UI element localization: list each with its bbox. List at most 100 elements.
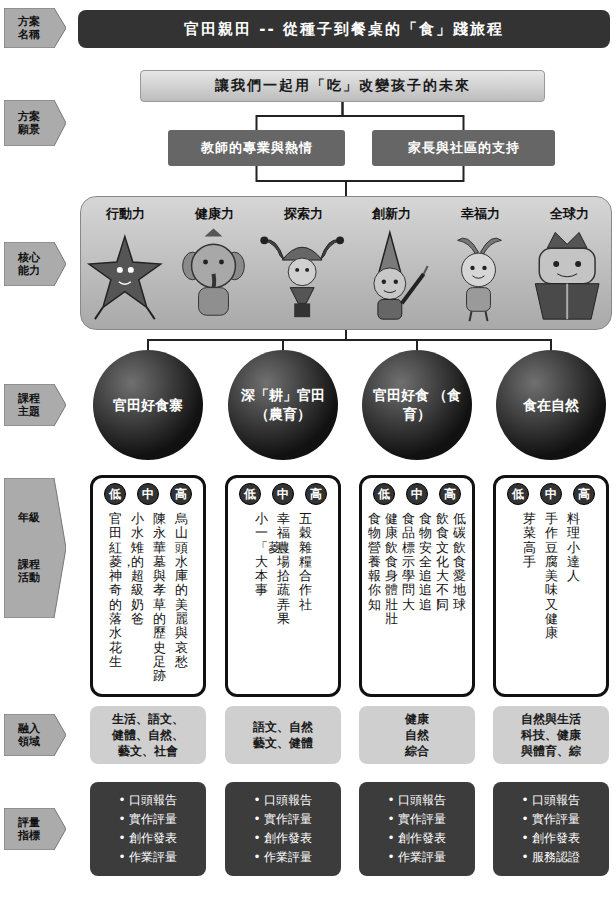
activity-name: 陳永華墓與孝草的歷史足跡 bbox=[153, 512, 166, 684]
domain-box: 生活、語文、 健體、自然、 藝文、社會 bbox=[90, 706, 206, 764]
domain-text: 自然與生活 科技、健康 與體育、綜 bbox=[518, 711, 584, 760]
activity-columns: 小一「菱」大本事幸福農場拾蔬弄果五穀雜糧合作社 bbox=[230, 512, 336, 626]
activity-name: 手作豆腐美味又健康 bbox=[545, 512, 558, 641]
domain-box: 自然與生活 科技、健康 與體育、綜 bbox=[493, 706, 609, 764]
theme-circle: 官田好食 （食育） bbox=[362, 350, 472, 460]
support-text: 教師的專業與熱情 bbox=[201, 139, 313, 157]
core-ability-panel: 行動力健康力探索力創新力幸福力全球力 bbox=[80, 196, 612, 330]
activity-columns: 食物營養報你知健康飲食身體壯壯食品標示學問大食物安全追追追！ 飲食文化大不同低碳飲… bbox=[364, 512, 470, 626]
activity-columns: 官田紅菱，神奇的落水花生小水雉的超級奶爸陳永華墓與孝草的歷史足跡烏山頭水庫的美麗… bbox=[95, 512, 201, 684]
activity-name: 食物安全追追追！ bbox=[419, 512, 432, 612]
assessment-item: • 創作發表 bbox=[388, 829, 447, 848]
grade-text: 低 bbox=[512, 488, 524, 500]
grade-text: 中 bbox=[142, 488, 154, 500]
arrow-outline bbox=[4, 242, 66, 286]
activity-name: 低碳飲食愛地球 bbox=[453, 512, 466, 612]
assessment-item: • 作業評量 bbox=[388, 848, 447, 867]
activity-name: 食品標示學問大 bbox=[402, 512, 415, 612]
assessment-box: • 口頭報告• 實作評量• 創作發表• 作業評量 bbox=[225, 782, 341, 876]
row-label: 核心能力 bbox=[16, 251, 41, 277]
arrow-outline bbox=[4, 478, 66, 618]
assessment-item: • 實作評量 bbox=[119, 810, 178, 829]
row-label-arrow: 方案名稱 bbox=[4, 8, 66, 48]
assessment-item: • 作業評量 bbox=[254, 848, 313, 867]
connector-line bbox=[283, 330, 346, 350]
assessment-item: • 創作發表 bbox=[119, 829, 178, 848]
plan-title: 官田親田 -- 從種子到餐桌的「食」踐旅程 bbox=[184, 20, 504, 39]
arrow-shape bbox=[4, 478, 66, 618]
grade-circle: 低 bbox=[239, 483, 261, 505]
grade-circle: 中 bbox=[406, 483, 428, 505]
arrow-outline bbox=[4, 100, 66, 146]
activity-name: 芽菜高手 bbox=[523, 512, 536, 569]
grade-text: 中 bbox=[545, 488, 557, 500]
assessment-item: • 作業評量 bbox=[119, 848, 178, 867]
row-label: 融入領域 bbox=[16, 722, 41, 748]
row-label-arrow: 方案願景 bbox=[4, 100, 66, 146]
activity-name: 官田紅菱，神奇的落水花生 bbox=[109, 512, 122, 669]
row-label: 方案名稱 bbox=[16, 15, 41, 41]
theme-name: 深「耕」官田 （農育） bbox=[237, 386, 329, 424]
grade-text: 中 bbox=[411, 488, 423, 500]
activity-name: 食物營養報你知 bbox=[368, 512, 381, 612]
grade-circle: 高 bbox=[305, 483, 327, 505]
grade-circle: 高 bbox=[573, 483, 595, 505]
activity-name: 健康飲食身體壯壯 bbox=[385, 512, 398, 626]
support-box: 家長與社區的支持 bbox=[372, 130, 555, 166]
domain-text: 健康 自然 綜合 bbox=[402, 711, 432, 760]
activity-box: 食物營養報你知健康飲食身體壯壯食品標示學問大食物安全追追追！ 飲食文化大不同低碳飲… bbox=[359, 475, 475, 697]
assessment-item: • 創作發表 bbox=[254, 829, 313, 848]
action-character bbox=[89, 236, 161, 319]
activity-name: 幸福農場拾蔬弄果 bbox=[277, 512, 290, 626]
grade-circle: 中 bbox=[540, 483, 562, 505]
domain-box: 健康 自然 綜合 bbox=[359, 706, 475, 764]
happiness-character bbox=[458, 238, 502, 321]
grade-text: 高 bbox=[444, 488, 456, 500]
title-bar: 官田親田 -- 從種子到餐桌的「食」踐旅程 bbox=[78, 10, 610, 48]
ability-name: 行動力 bbox=[85, 205, 165, 223]
activity-name: 小水雉的超級奶爸 bbox=[131, 512, 144, 626]
theme-circle: 官田好食寨 bbox=[93, 350, 203, 460]
assessment-item: • 創作發表 bbox=[522, 829, 581, 848]
ability-name: 全球力 bbox=[529, 205, 609, 223]
grade-text: 中 bbox=[277, 488, 289, 500]
theme-name: 官田好食寨 bbox=[102, 396, 194, 415]
grade-text: 低 bbox=[378, 488, 390, 500]
row-label: 方案願景 bbox=[16, 110, 41, 136]
activity-box: 官田紅菱，神奇的落水花生小水雉的超級奶爸陳永華墓與孝草的歷史足跡烏山頭水庫的美麗… bbox=[90, 475, 206, 697]
grade-text: 高 bbox=[578, 488, 590, 500]
grade-text: 低 bbox=[109, 488, 121, 500]
theme-name: 食在自然 bbox=[505, 396, 597, 415]
assessment-box: • 口頭報告• 實作評量• 創作發表• 作業評量 bbox=[359, 782, 475, 876]
activity-name: 飲食文化大不同 bbox=[436, 512, 449, 612]
activity-box: 小一「菱」大本事幸福農場拾蔬弄果五穀雜糧合作社 低 中 高 bbox=[225, 475, 341, 697]
assessment-box: • 口頭報告• 實作評量• 創作發表• 服務認證 bbox=[493, 782, 609, 876]
assessment-item: • 實作評量 bbox=[522, 810, 581, 829]
grade-circle: 高 bbox=[170, 483, 192, 505]
domain-text: 語文、自然 藝文、健體 bbox=[250, 719, 316, 751]
arrow-outline bbox=[4, 384, 66, 426]
activity-name: 五穀雜糧合作社 bbox=[299, 512, 312, 612]
assessment-item: • 口頭報告 bbox=[254, 791, 313, 810]
domain-text: 生活、語文、 健體、自然、 藝文、社會 bbox=[109, 711, 187, 760]
assessment-box: • 口頭報告• 實作評量• 創作發表• 作業評量 bbox=[90, 782, 206, 876]
grade-text: 高 bbox=[310, 488, 322, 500]
activity-box: 芽菜高手手作豆腐美味又健康料理小達人 低 中 高 bbox=[493, 475, 609, 697]
grade-text: 高 bbox=[175, 488, 187, 500]
domain-box: 語文、自然 藝文、健體 bbox=[225, 706, 341, 764]
grade-circle: 低 bbox=[104, 483, 126, 505]
assessment-item: • 口頭報告 bbox=[522, 791, 581, 810]
grade-circle: 低 bbox=[507, 483, 529, 505]
grade-circle: 中 bbox=[137, 483, 159, 505]
connector-line bbox=[148, 330, 346, 350]
vision-text: 讓我們一起用「吃」改變孩子的未來 bbox=[215, 77, 471, 95]
assessment-item: • 口頭報告 bbox=[119, 791, 178, 810]
activity-name: 料理小達人 bbox=[567, 512, 580, 583]
assessment-item: • 服務認證 bbox=[522, 848, 581, 867]
activity-name: 小一「菱」大本事 bbox=[255, 512, 268, 598]
row-label-arrow: 評量指標 bbox=[4, 808, 66, 850]
arrow-outline bbox=[4, 714, 66, 756]
assessment-item: • 口頭報告 bbox=[388, 791, 447, 810]
row-label: 年級 bbox=[16, 511, 41, 524]
